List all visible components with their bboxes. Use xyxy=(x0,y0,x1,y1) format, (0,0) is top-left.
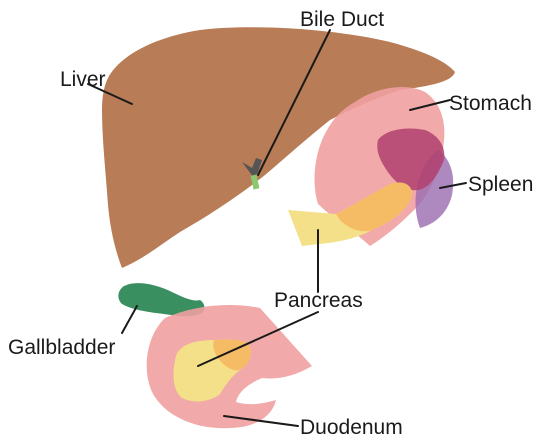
label-gallbladder: Gallbladder xyxy=(8,336,115,359)
label-spleen: Spleen xyxy=(468,173,533,196)
label-bile-duct: Bile Duct xyxy=(300,8,384,31)
label-stomach: Stomach xyxy=(449,92,532,115)
label-duodenum: Duodenum xyxy=(300,416,403,439)
label-liver: Liver xyxy=(60,68,106,91)
leader-gallbladder xyxy=(122,306,137,333)
label-pancreas: Pancreas xyxy=(274,289,363,312)
